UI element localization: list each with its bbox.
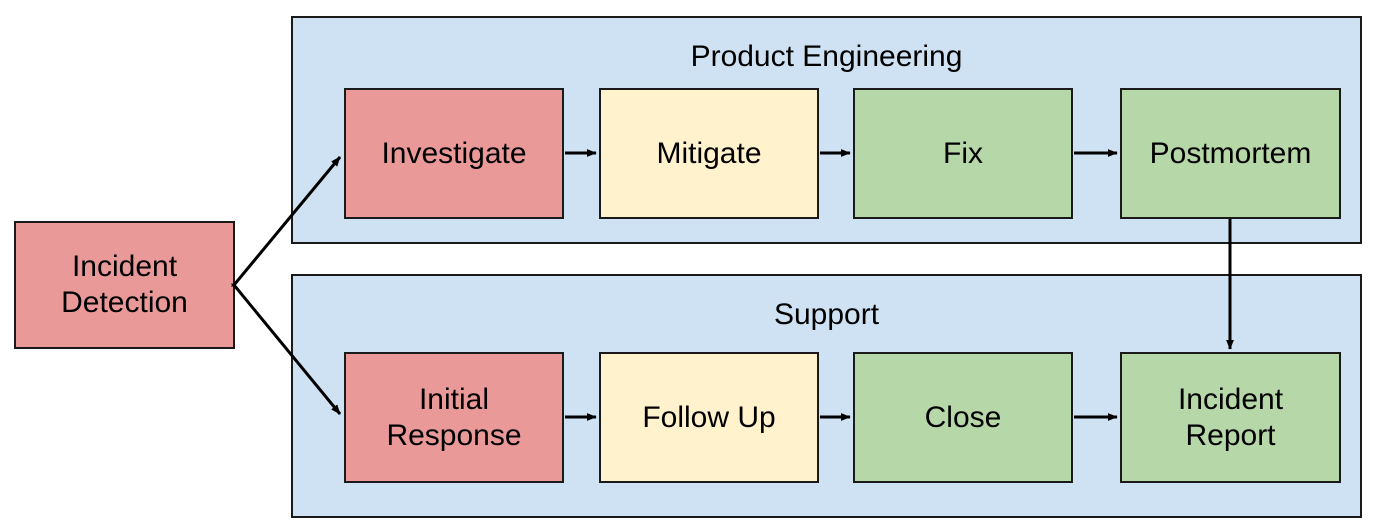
node-mitigate[interactable]: Mitigate xyxy=(599,88,819,219)
node-follow-up[interactable]: Follow Up xyxy=(599,352,819,483)
node-postmortem[interactable]: Postmortem xyxy=(1120,88,1341,219)
node-investigate[interactable]: Investigate xyxy=(344,88,564,219)
node-close[interactable]: Close xyxy=(853,352,1073,483)
swimlane-title-support: Support xyxy=(773,298,880,331)
node-fix[interactable]: Fix xyxy=(853,88,1073,219)
node-initial-response[interactable]: Initial Response xyxy=(344,352,564,483)
node-incident-detection[interactable]: Incident Detection xyxy=(14,221,235,349)
node-incident-report[interactable]: Incident Report xyxy=(1120,352,1341,483)
swimlane-title-product-engineering: Product Engineering xyxy=(690,40,963,73)
